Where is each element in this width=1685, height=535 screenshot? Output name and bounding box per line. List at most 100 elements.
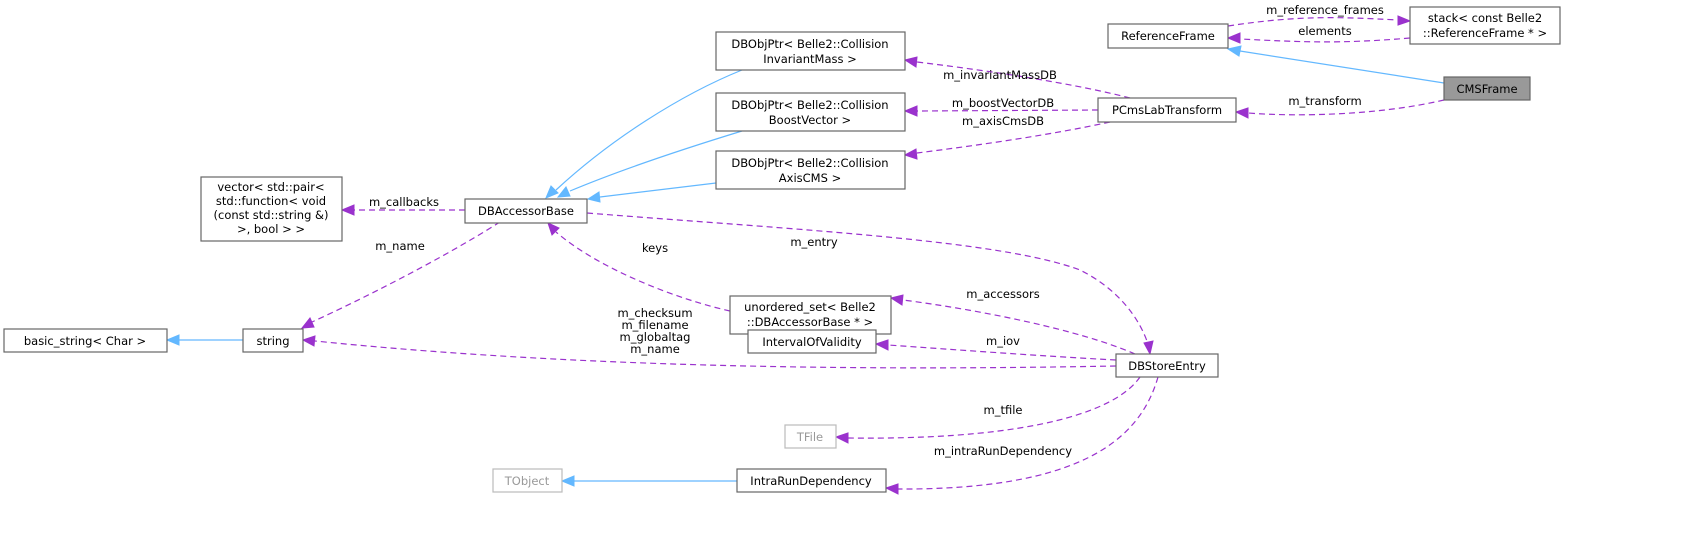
node-dbstoreentry[interactable]: DBStoreEntry: [1115, 353, 1219, 378]
svg-text:DBObjPtr< Belle2::Collision: DBObjPtr< Belle2::Collision: [731, 156, 888, 170]
svg-text:TFile: TFile: [796, 430, 823, 444]
edge-string-members: [314, 340, 1117, 369]
svg-text:TObject: TObject: [504, 474, 550, 488]
svg-text:basic_string< Char >: basic_string< Char >: [24, 334, 146, 348]
edges: [165, 15, 1445, 495]
label-m-reference-frames: m_reference_frames: [1266, 3, 1384, 17]
svg-text:string: string: [256, 334, 289, 348]
edge-m-boostvectordb: [916, 109, 1099, 112]
edge-m-transform: [1247, 99, 1445, 116]
node-tobject[interactable]: TObject: [492, 468, 563, 493]
svg-text:IntraRunDependency: IntraRunDependency: [750, 474, 872, 488]
edge-inv-inherits-dbaccessor: [555, 69, 743, 191]
svg-text:CMSFrame: CMSFrame: [1456, 82, 1517, 96]
label-m-callbacks: m_callbacks: [369, 195, 439, 209]
label-keys: keys: [642, 241, 668, 255]
arrowhead: [1226, 32, 1241, 44]
edge-m-name: [311, 221, 501, 323]
edge-m-reference-frames: [1227, 17, 1399, 27]
svg-text:DBObjPtr< Belle2::Collision: DBObjPtr< Belle2::Collision: [731, 37, 888, 51]
svg-text:DBObjPtr< Belle2::Collision: DBObjPtr< Belle2::Collision: [731, 98, 888, 112]
svg-text:>, bool > >: >, bool > >: [237, 222, 305, 236]
node-stack[interactable]: stack< const Belle2 ::ReferenceFrame * >: [1409, 6, 1561, 45]
node-vector[interactable]: vector< std::pair< std::function< void (…: [200, 176, 343, 242]
node-interval-of-validity[interactable]: IntervalOfValidity: [747, 329, 877, 354]
label-string-member-2: m_globaltag: [620, 330, 691, 344]
svg-text:BoostVector >: BoostVector >: [769, 113, 851, 127]
svg-text:InvariantMass >: InvariantMass >: [763, 52, 857, 66]
svg-text:::ReferenceFrame * >: ::ReferenceFrame * >: [1423, 26, 1547, 40]
node-pcms-lab-transform[interactable]: PCmsLabTransform: [1097, 97, 1237, 123]
arrowhead: [903, 148, 918, 160]
label-m-iov: m_iov: [986, 334, 1020, 348]
arrowhead: [903, 105, 918, 117]
edge-m-accessors: [902, 299, 1136, 355]
edge-m-intrarundependency: [897, 376, 1159, 490]
label-elements: elements: [1298, 24, 1351, 38]
arrowhead: [165, 334, 180, 346]
arrowhead: [884, 483, 899, 495]
arrowhead: [903, 56, 918, 68]
svg-text:PCmsLabTransform: PCmsLabTransform: [1112, 103, 1222, 117]
edge-m-entry: [586, 212, 1149, 345]
node-string[interactable]: string: [242, 328, 304, 353]
svg-text:AxisCMS >: AxisCMS >: [779, 171, 841, 185]
node-reference-frame[interactable]: ReferenceFrame: [1107, 23, 1229, 49]
node-dbobjptr-boostvector[interactable]: DBObjPtr< Belle2::Collision BoostVector …: [715, 92, 906, 132]
svg-text:DBStoreEntry: DBStoreEntry: [1128, 359, 1206, 373]
label-m-tfile: m_tfile: [984, 403, 1023, 417]
node-unordered-set[interactable]: unordered_set< Belle2 ::DBAccessorBase *…: [729, 295, 892, 335]
node-intrarundependency[interactable]: IntraRunDependency: [736, 468, 887, 493]
arrowhead: [301, 335, 316, 347]
edge-m-invariantmassdb: [916, 61, 1131, 99]
node-cms-frame[interactable]: CMSFrame: [1443, 76, 1531, 101]
node-basic-string[interactable]: basic_string< Char >: [3, 328, 168, 353]
edge-elements: [1239, 37, 1411, 43]
arrowhead: [1234, 107, 1249, 119]
label-m-accessors: m_accessors: [966, 287, 1039, 301]
arrowhead: [1143, 340, 1154, 356]
arrowhead: [1226, 45, 1242, 57]
label-m-transform: m_transform: [1288, 94, 1361, 108]
arrowhead: [340, 204, 355, 216]
edge-m-tfile: [847, 376, 1141, 439]
arrowhead: [547, 222, 560, 236]
arrowhead: [560, 475, 575, 487]
svg-text:(const std::string &): (const std::string &): [214, 208, 329, 222]
arrowhead: [300, 317, 315, 329]
nodes: ReferenceFrame stack< const Belle2 ::Ref…: [3, 6, 1561, 493]
label-m-boostvectordb: m_boostVectorDB: [952, 96, 1054, 110]
arrowhead: [874, 339, 889, 351]
svg-text:unordered_set< Belle2: unordered_set< Belle2: [744, 300, 876, 314]
edge-labels: m_reference_frames elements m_transform …: [369, 3, 1384, 458]
label-string-member-0: m_checksum: [617, 306, 692, 320]
svg-text:IntervalOfValidity: IntervalOfValidity: [762, 335, 862, 349]
node-tfile[interactable]: TFile: [784, 424, 837, 449]
svg-text:DBAccessorBase: DBAccessorBase: [478, 204, 574, 218]
svg-text:::DBAccessorBase * >: ::DBAccessorBase * >: [747, 315, 873, 329]
label-m-axiscmsdb: m_axisCmsDB: [962, 114, 1044, 128]
arrowhead: [545, 185, 559, 199]
node-dbobjptr-invariantmass[interactable]: DBObjPtr< Belle2::Collision InvariantMas…: [715, 31, 906, 71]
arrowhead: [586, 191, 601, 203]
label-string-member-1: m_filename: [621, 318, 688, 332]
svg-text:vector< std::pair<: vector< std::pair<: [217, 180, 324, 194]
edge-axis-inherits-dbaccessor: [599, 182, 717, 198]
edge-m-axiscmsdb: [916, 121, 1111, 154]
arrowhead: [834, 432, 849, 444]
edge-boost-inherits-dbaccessor: [569, 130, 743, 192]
edge-cmsframe-inherits-referenceframe: [1239, 50, 1445, 84]
label-m-entry: m_entry: [790, 235, 838, 249]
label-m-name: m_name: [375, 239, 425, 253]
arrowhead: [889, 294, 904, 306]
arrowhead: [556, 186, 571, 198]
label-m-intrarundependency: m_intraRunDependency: [934, 444, 1072, 458]
node-dbaccessorbase[interactable]: DBAccessorBase: [464, 198, 588, 224]
arrowhead: [1397, 15, 1412, 26]
label-m-invariantmassdb: m_invariantMassDB: [943, 68, 1057, 82]
svg-text:stack< const Belle2: stack< const Belle2: [1428, 11, 1542, 25]
node-dbobjptr-axiscms[interactable]: DBObjPtr< Belle2::Collision AxisCMS >: [715, 150, 906, 190]
svg-text:ReferenceFrame: ReferenceFrame: [1121, 29, 1215, 43]
edge-m-iov: [887, 344, 1117, 361]
